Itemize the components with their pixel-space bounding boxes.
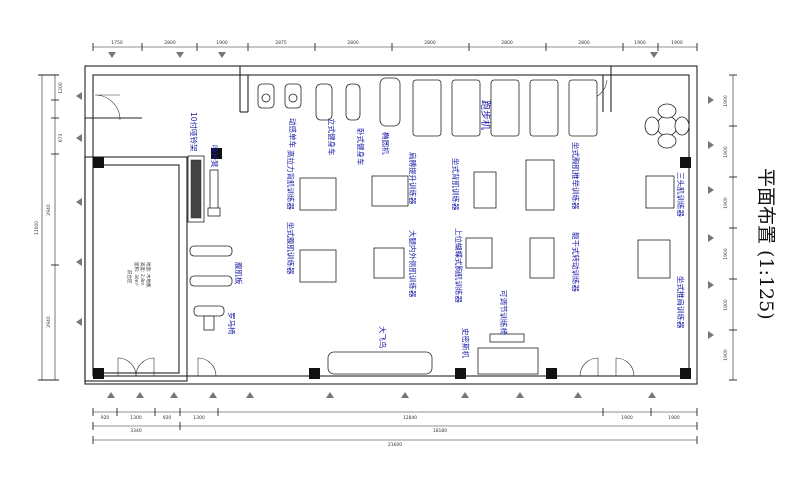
dim-left-2: 673 — [58, 134, 64, 143]
elliptical — [379, 77, 401, 127]
dim-bottom-5: 12840 — [403, 415, 417, 421]
dim-top-8: 2800 — [578, 40, 590, 46]
spin-bikes — [257, 83, 302, 109]
label-abs-board: 腹肌板 — [234, 262, 244, 285]
label-lat-pull: 高拉力背肌训练器 — [286, 150, 296, 210]
label-smith-machine: 史密斯机 — [461, 328, 471, 358]
right-dimension-line: 1900 1900 1900 1900 1900 1900 — [723, 74, 737, 381]
dim-right-4: 1900 — [723, 248, 729, 260]
label-cable-crossover: 大飞鸟 — [378, 326, 388, 349]
dim-right-5: 1900 — [723, 299, 729, 311]
dim-bottom-1: 920 — [101, 415, 110, 421]
plan-title: 平面布置 (1:125) — [755, 168, 777, 320]
label-chest-press: 坐式胸肌推举训练器 — [571, 142, 581, 210]
label-shoulder-press: 坐式推肩训练器 — [676, 276, 686, 329]
dim-left-1: 1200 — [58, 82, 64, 94]
chest-press-machine — [525, 159, 555, 211]
dim-top-3: 1900 — [216, 40, 228, 46]
label-recumbent-bike: 卧式健身车 — [356, 128, 366, 166]
window-markers — [76, 52, 714, 398]
dim-left-3: 2940 — [46, 204, 52, 216]
dumbbell-bench — [207, 169, 221, 217]
abdominal-machine — [299, 249, 337, 283]
label-shoulder-lift: 肩膊提升训练器 — [408, 152, 418, 205]
dim-bottom-3: 920 — [163, 415, 172, 421]
cable-crossover — [327, 351, 433, 375]
dim-top-4: 2875 — [275, 40, 287, 46]
top-dimension-line: 1750 2800 1900 2875 2800 2800 2800 2800 … — [92, 40, 698, 51]
room-note-line-3: 高度: 2.8m — [139, 262, 146, 286]
label-roman-chair: 罗马椅 — [227, 312, 237, 335]
dim-bottom-8: 3340 — [130, 428, 142, 434]
butterfly-machine — [465, 237, 493, 269]
dim-top-6: 2800 — [424, 40, 436, 46]
recumbent-bike — [345, 83, 361, 121]
label-abdominal: 坐式腹肌训练器 — [286, 222, 296, 275]
label-dumbbell-bench: 哑铃凳 — [210, 145, 220, 168]
abs-boards — [189, 245, 233, 287]
columns — [93, 148, 691, 379]
dim-left-4: 2940 — [46, 316, 52, 328]
dim-left-total: 11000 — [34, 221, 40, 235]
room-note-line-1: 前台区 — [126, 270, 133, 284]
lounge-table — [644, 103, 690, 149]
dim-bottom-7: 1900 — [668, 415, 680, 421]
adjustable-bench — [489, 333, 525, 343]
bottom-dimension-line: 920 1300 920 1300 12840 1900 1900 3340 1… — [92, 408, 698, 448]
dim-top-1: 1750 — [111, 40, 123, 46]
treadmills — [412, 79, 598, 137]
dim-right-6: 1900 — [723, 349, 729, 361]
shoulder-lift-machine — [371, 175, 409, 207]
label-dumbbell-rack: 10付哑铃架 — [189, 112, 199, 152]
dim-bottom-total: 21600 — [388, 442, 402, 448]
smith-machine — [477, 347, 539, 375]
dim-top-7: 2800 — [501, 40, 513, 46]
label-vertical-bike: 立式健身车 — [327, 118, 337, 156]
room-note-line-2: 面积: 30m² — [133, 262, 140, 286]
dim-top-9: 1900 — [634, 40, 646, 46]
room-note: 前台区 面积: 30m² 高度: 2.8m 地面: 木地板 — [126, 262, 152, 288]
dim-bottom-2: 1300 — [130, 415, 142, 421]
room-note-line-4: 地面: 木地板 — [145, 262, 152, 288]
label-butterfly: 上位蝴蝶式胸肌训练器 — [454, 228, 464, 303]
torso-rotation-machine — [529, 237, 555, 279]
triceps-machine — [645, 175, 675, 209]
walls — [84, 65, 698, 385]
dim-right-3: 1900 — [723, 197, 729, 209]
seated-leg-machine — [473, 171, 497, 209]
dim-right-2: 1900 — [723, 146, 729, 158]
lat-pull-machine — [299, 177, 337, 211]
dim-top-5: 2800 — [347, 40, 359, 46]
left-dimension-line: 1200 673 2940 2940 11000 — [34, 74, 64, 381]
shoulder-press-machine — [637, 239, 671, 279]
vertical-bike — [315, 83, 333, 121]
label-upright-bike: 动感单车 — [288, 118, 298, 148]
label-treadmill: 跑步机 — [479, 100, 492, 130]
dim-top-2: 2800 — [164, 40, 176, 46]
label-elliptical: 椭圆机 — [381, 132, 391, 155]
dim-bottom-9: 18180 — [433, 428, 447, 434]
dim-top-10: 1900 — [671, 40, 683, 46]
label-triceps: 三头肌训练器 — [676, 172, 686, 217]
label-adductor: 大腿内外侧肌训练器 — [408, 230, 418, 298]
roman-chair — [193, 305, 225, 331]
dim-bottom-4: 1300 — [193, 415, 205, 421]
dim-bottom-6: 1900 — [621, 415, 633, 421]
dim-right-1: 1900 — [723, 95, 729, 107]
label-adjustable-bench: 可调节训练椅 — [499, 290, 509, 335]
label-seated-leg-curl: 坐式背肌训练器 — [451, 158, 461, 211]
adductor-machine — [373, 247, 405, 279]
dumbbell-rack — [187, 155, 205, 223]
label-torso-rotation: 躯干式转动训练器 — [571, 232, 581, 292]
